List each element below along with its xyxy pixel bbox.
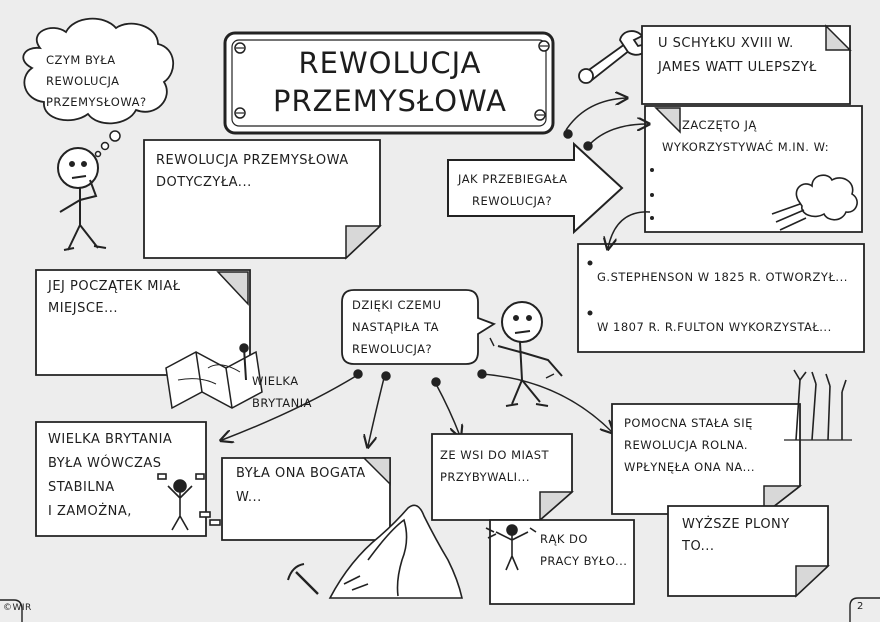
villages-line-1: ZE WSI DO MIAST [440,448,550,462]
watt-line-1: U SCHYŁKU XVIII W. [658,36,794,51]
agri-line-3: WPŁYNĘŁA ONA NA... [624,460,756,474]
stable-line-3: STABILNA [48,480,115,495]
wheat-icon [784,369,852,441]
copyright-label: ©WIR [3,603,32,613]
stable-line-1: WIELKA BRYTANIA [48,432,173,447]
transport-line-1: G.STEPHENSON W 1825 R. OTWORZYŁ... [597,270,848,284]
screw-icon [234,107,246,119]
steam-cloud-icon [771,174,858,231]
box-yields-text: WYŻSZE PLONY TO... [682,514,790,558]
agri-line-1: POMOCNA STAŁA SIĘ [624,416,753,430]
screw-icon [534,109,546,121]
box-agriculture [611,403,803,516]
box-agri-text: POMOCNA STAŁA SIĘ REWOLUCJA ROLNA. WPŁYN… [624,412,755,478]
transport-line-2: W 1807 R. R.FULTON WYKORZYSTAŁ... [597,320,832,334]
thought-line-2: REWOLUCJA [46,74,120,88]
box-yields [667,505,830,598]
thought-line-1: CZYM BYŁA [46,53,116,67]
concerned-line-1: REWOLUCJA PRZEMYSŁOWA [156,153,349,168]
speech-line-3: REWOLUCJA? [352,342,433,356]
thought-bubble-text: CZYM BYŁA REWOLUCJA PRZEMYSŁOWA? [46,50,147,113]
page-number: 2 [857,601,864,612]
worker-figure-icon [485,524,537,571]
box-stable [35,421,207,537]
watt-line-2: JAMES WATT ULEPSZYŁ [658,60,817,75]
page-title: REWOLUCJA PRZEMYSŁOWA [240,44,540,120]
how-arrow-text: JAK PRZEBIEGAŁA REWOLUCJA? [458,168,567,212]
box-hands-text: RĄK DO PRACY BYŁO... [540,528,627,572]
agri-line-2: REWOLUCJA ROLNA. [624,438,749,452]
title-line-2: PRZEMYSŁOWA [272,84,508,118]
screw-icon [234,42,246,54]
box-watt-text: U SCHYŁKU XVIII W. JAMES WATT ULEPSZYŁ [658,32,817,80]
box-transport-text: G.STEPHENSON W 1825 R. OTWORZYŁ... W 180… [597,252,848,352]
stable-line-2: BYŁA WÓWCZAS [48,456,162,471]
concerned-line-2: DOTYCZYŁA... [156,175,252,190]
wrench-icon [578,30,648,84]
hands-line-1: RĄK DO [540,532,588,546]
how-arrow-shape [447,141,624,235]
speech-line-2: NASTĄPIŁA TA [352,320,439,334]
folded-map-icon [165,343,263,410]
box-villages-text: ZE WSI DO MIAST PRZYBYWALI... [440,444,549,488]
connector-arrows [222,98,650,446]
confused-figure-icon [489,301,563,407]
box-used-text: ZACZĘTO JĄ WYKORZYSTYWAĆ M.IN. W: [662,114,829,158]
start-line-2: MIEJSCE... [48,301,119,316]
yields-line-1: WYŻSZE PLONY [682,517,790,532]
box-concerned [143,139,382,260]
box-villages [431,433,574,522]
coal-mine-icon [287,504,463,599]
speech-bubble [341,289,497,365]
how-line-1: JAK PRZEBIEGAŁA [458,172,568,186]
start-line-1: JEJ POCZĄTEK MIAŁ [48,279,181,294]
speech-bubble-text: DZIĘKI CZEMU NASTĄPIŁA TA REWOLUCJA? [352,294,442,360]
thought-bubble [22,17,174,158]
box-concerned-text: REWOLUCJA PRZEMYSŁOWA DOTYCZYŁA... [156,150,349,194]
yields-line-2: TO... [682,539,715,554]
how-line-2: REWOLUCJA? [472,194,553,208]
screw-icon [538,40,550,52]
used-line-1: ZACZĘTO JĄ [682,118,757,132]
used-line-2: WYKORZYSTYWAĆ M.IN. W: [662,140,830,154]
box-transport [577,243,865,353]
villages-line-2: PRZYBYWALI... [440,470,530,484]
speech-line-1: DZIĘKI CZEMU [352,298,442,312]
hands-line-2: PRACY BYŁO... [540,554,628,568]
box-stable-text: WIELKA BRYTANIA BYŁA WÓWCZAS STABILNA I … [48,428,172,524]
map-label-line-1: WIELKA [252,374,299,388]
title-line-1: REWOLUCJA [298,46,482,80]
thinking-figure-icon [57,147,107,251]
box-watt [641,24,852,105]
box-rich-text: BYŁA ONA BOGATA W... [236,462,366,510]
rich-line-2: W... [236,490,262,505]
thought-line-3: PRZEMYSŁOWA? [46,95,147,109]
rich-line-1: BYŁA ONA BOGATA [236,466,366,481]
stable-line-4: I ZAMOŻNA, [48,504,132,519]
box-start-text: JEJ POCZĄTEK MIAŁ MIEJSCE... [48,276,181,320]
map-label: WIELKA BRYTANIA [252,370,312,414]
money-figure-icon [157,473,221,531]
map-label-line-2: BRYTANIA [252,396,313,410]
box-hands [489,519,635,605]
title-plate [223,31,555,135]
